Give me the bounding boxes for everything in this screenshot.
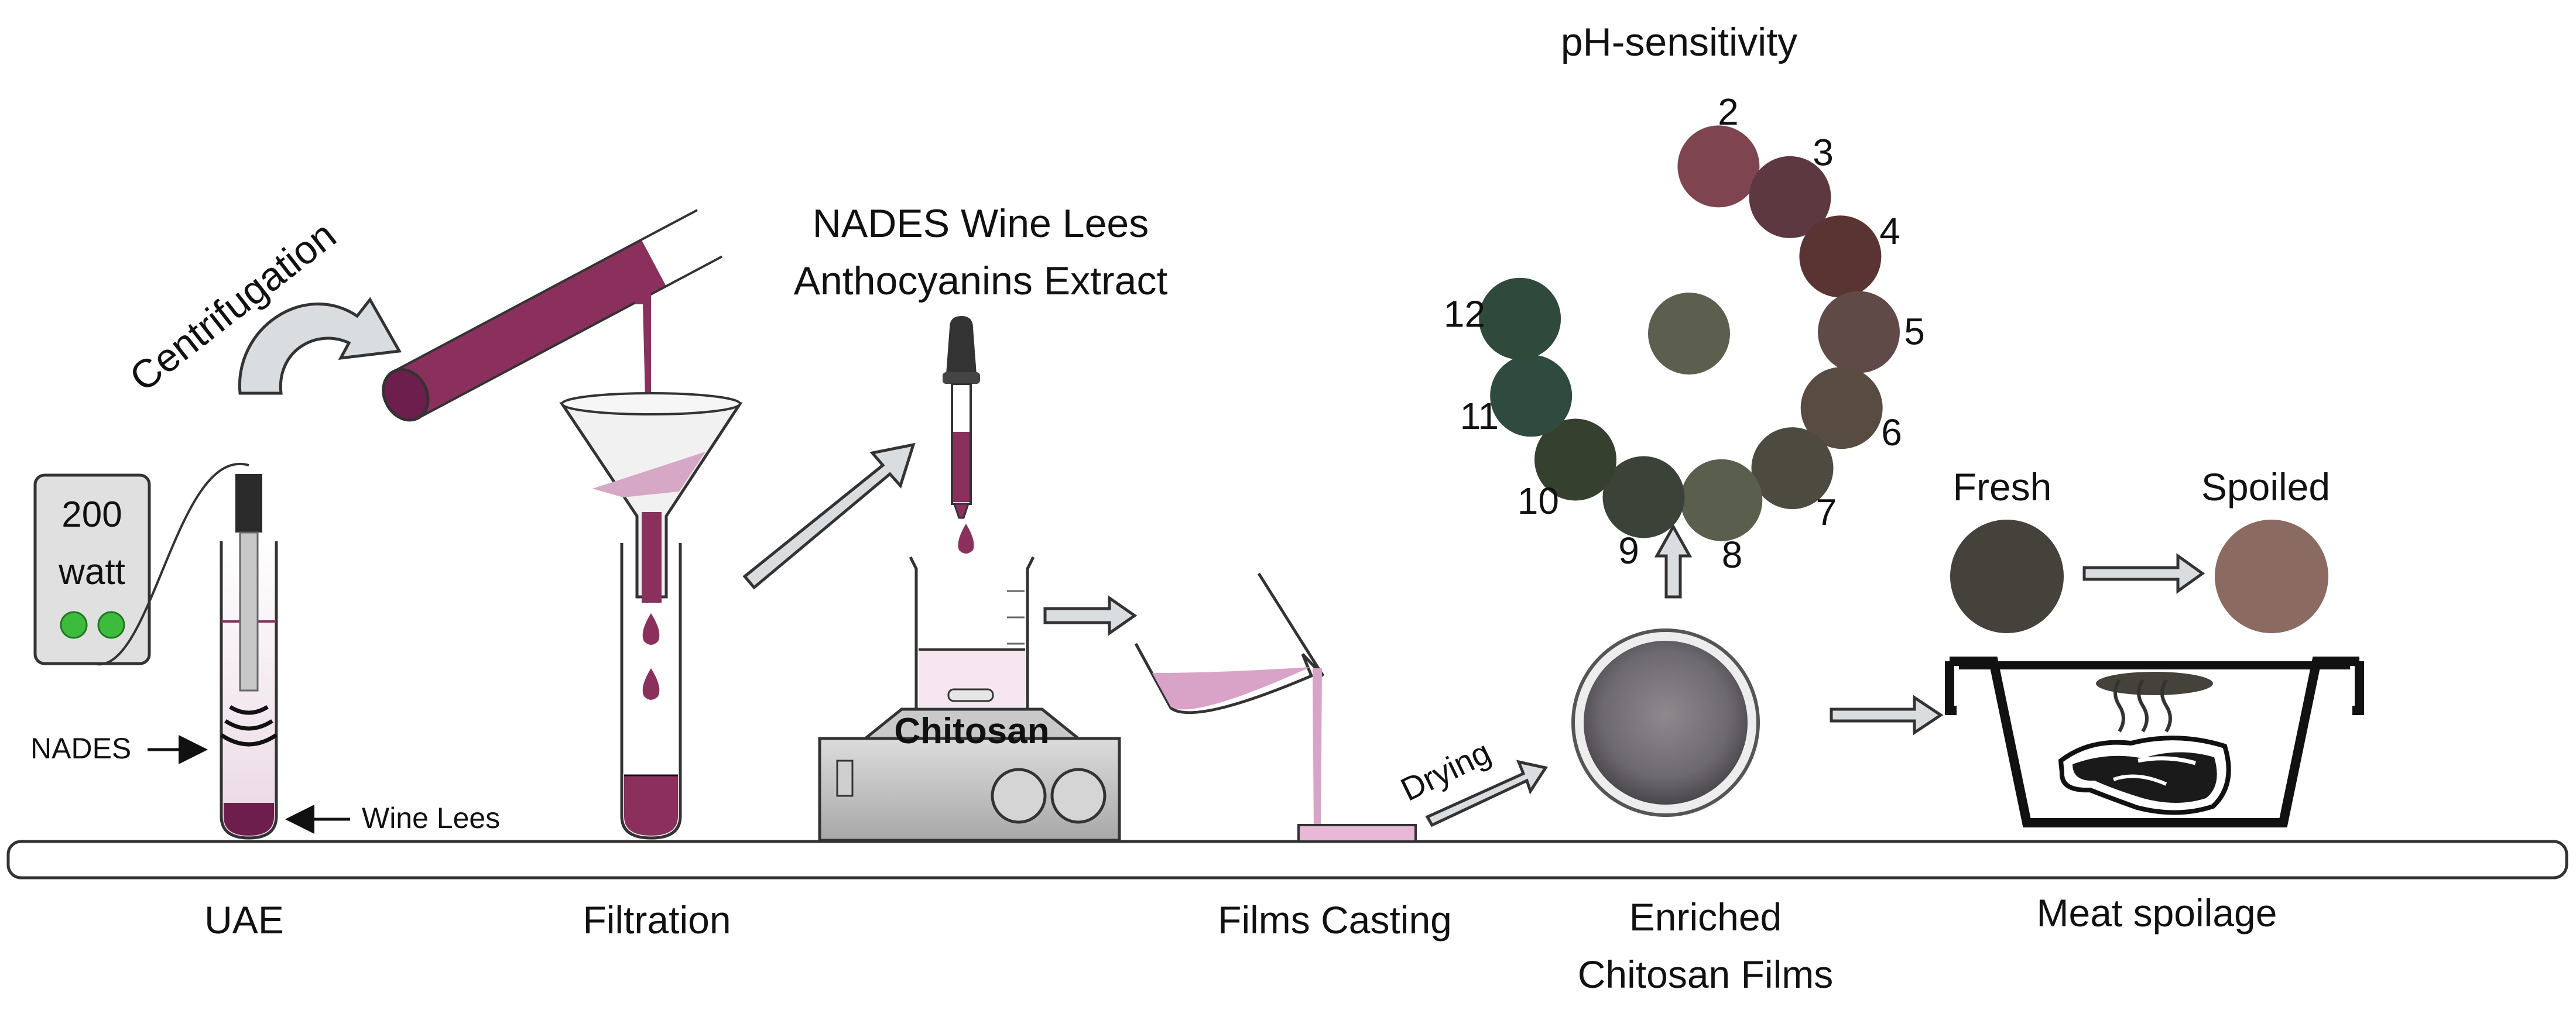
power-unit: watt [58, 552, 125, 592]
step-enriched-line2: Chitosan Films [1578, 953, 1833, 996]
ph-sensitivity-title: pH-sensitivity [1561, 20, 1797, 64]
ph-label-3: 3 [1813, 132, 1834, 174]
ph-color-wheel: 2 3 4 5 6 7 8 9 10 11 12 [1444, 91, 1925, 576]
casting-petri [1297, 824, 1417, 843]
stirrer-knob-left [991, 768, 1047, 824]
filtrate-drop-2 [642, 668, 660, 700]
ph-swatch-12 [1479, 277, 1561, 360]
ph-swatch-2 [1677, 125, 1760, 208]
ph-label-7: 7 [1816, 491, 1837, 533]
power-value: 200 [61, 494, 122, 535]
fresh-to-spoiled-arrow [2082, 553, 2205, 594]
enriched-chitosan-film [1571, 628, 1760, 817]
film-to-ph-arrow [1654, 523, 1693, 599]
ph-swatch-10 [1534, 418, 1616, 501]
ph-swatch-8 [1680, 459, 1763, 541]
wine-lees-label: Wine Lees [362, 802, 500, 834]
step-uae: UAE [204, 898, 284, 942]
steak-icon [2058, 736, 2231, 815]
nades-label: NADES [30, 732, 131, 765]
ph-label-12: 12 [1444, 293, 1485, 335]
ph-label-10: 10 [1517, 480, 1559, 522]
fresh-label: Fresh [1953, 465, 2052, 509]
ph-label-9: 9 [1618, 530, 1639, 572]
meat-container [1945, 657, 2364, 827]
beaker [909, 556, 1035, 711]
filtration-to-extract-arrow [742, 442, 916, 590]
film-to-meat-arrow [1830, 695, 1944, 736]
ph-label-4: 4 [1879, 210, 1900, 252]
ph-swatch-4 [1799, 215, 1882, 298]
ph-swatch-6 [1800, 367, 1883, 449]
centrifugation-curved-arrow [238, 297, 402, 395]
ph-swatch-9 [1602, 456, 1685, 538]
ultrasound-power-supply: 200 watt [33, 473, 151, 665]
filter-funnel [559, 392, 743, 603]
step-films-casting: Films Casting [1218, 898, 1452, 942]
step-filtration: Filtration [583, 898, 731, 942]
lab-bench [6, 840, 2568, 880]
beaker-to-casting-arrow [1043, 595, 1138, 636]
pouring-beaker [1134, 572, 1325, 836]
ph-swatch-3 [1749, 156, 1831, 238]
extract-title-line2: Anthocyanins Extract [794, 259, 1168, 303]
ph-label-8: 8 [1722, 534, 1743, 576]
ph-label-11: 11 [1460, 395, 1499, 437]
drying-arrow [1425, 760, 1549, 827]
ph-label-6: 6 [1881, 411, 1902, 454]
ph-center-swatch [1648, 293, 1730, 375]
probe-cable [93, 462, 249, 666]
ultrasonic-probe [220, 474, 278, 747]
step-meat-spoilage: Meat spoilage [2037, 891, 2277, 935]
indicator-light-2 [97, 611, 125, 639]
centrifuge-tube [382, 209, 723, 422]
fresh-color-swatch [1950, 520, 2064, 633]
dropper-pipette [943, 316, 980, 519]
filtrate-drop-1 [642, 613, 660, 645]
ph-swatch-7 [1751, 427, 1834, 510]
extract-title-line1: NADES Wine Lees [813, 201, 1149, 246]
magnetic-stirrer [818, 707, 1121, 842]
extract-drop-1 [958, 524, 974, 554]
step-enriched-line1: Enriched [1629, 895, 1782, 939]
spoiled-label: Spoiled [2201, 465, 2330, 509]
stirrer-knob-right [1050, 768, 1107, 824]
ph-swatch-11 [1490, 355, 1573, 437]
ph-label-2: 2 [1718, 91, 1739, 133]
chitosan-label: Chitosan [894, 711, 1049, 751]
spoiled-color-swatch [2215, 520, 2328, 633]
ph-swatch-5 [1818, 291, 1900, 373]
indicator-film-lid [2096, 672, 2213, 695]
ph-label-5: 5 [1904, 311, 1925, 353]
indicator-light-1 [60, 611, 88, 639]
